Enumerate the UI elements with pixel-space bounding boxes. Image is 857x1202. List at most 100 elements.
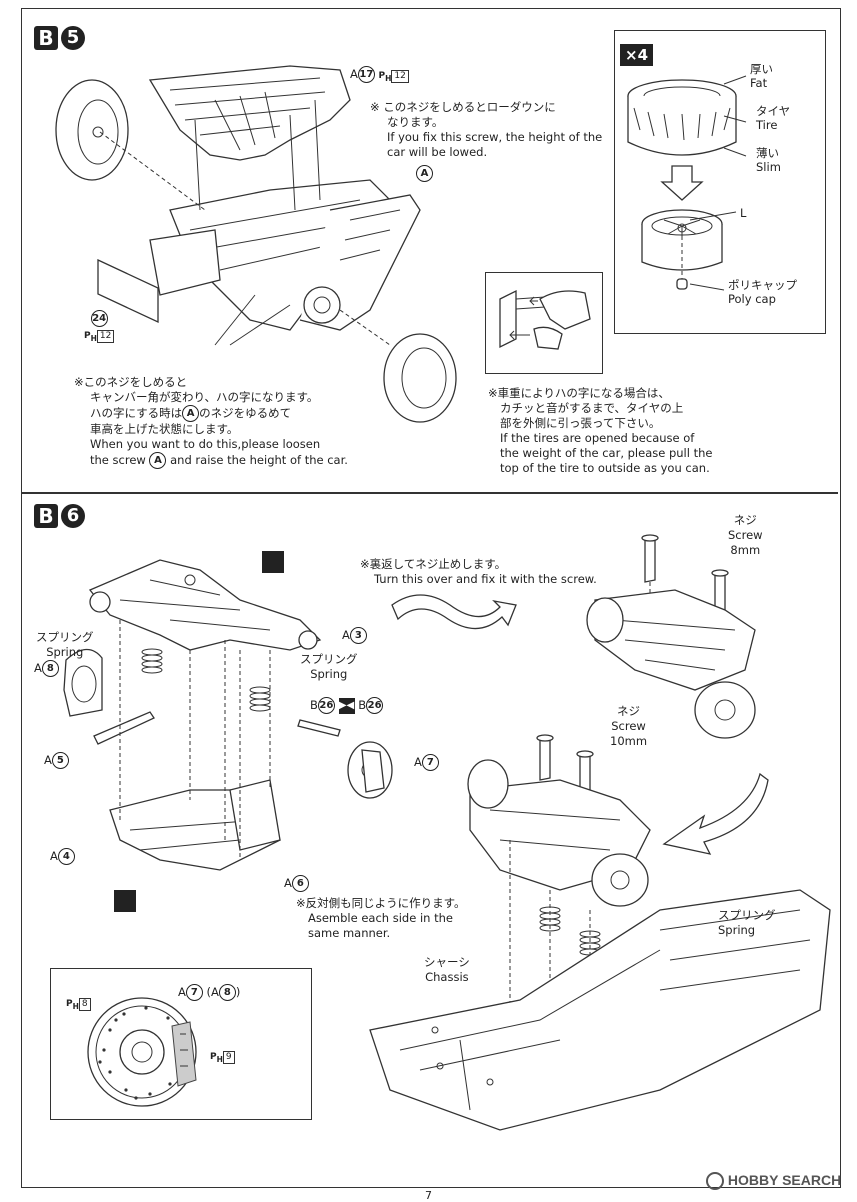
- watermark: HOBBY SEARCH: [706, 1172, 842, 1191]
- spring-jp: スプリング: [300, 652, 358, 666]
- step-b6-badge: B 6: [34, 504, 85, 528]
- disc-inset-box: [50, 968, 312, 1120]
- part-a-label-top: A: [416, 165, 433, 182]
- note-line: ※裏返してネジ止めします。: [360, 557, 507, 571]
- note-line: same manner.: [308, 926, 391, 940]
- note-line: the weight of the car, please pull the: [500, 446, 713, 460]
- note-line: If you fix this screw, the height of the: [387, 130, 603, 144]
- tire-inset-box: [614, 30, 826, 334]
- note-text: のネジをゆるめて: [199, 406, 292, 420]
- spring-label-3: スプリング Spring: [718, 908, 776, 938]
- note-turn-over: ※裏返してネジ止めします。 Turn this over and fix it …: [360, 557, 597, 587]
- b6-suspension-exploded: [63, 559, 393, 871]
- turn-over-arrow-icon: [391, 594, 517, 630]
- note-line: ※車重によりハの字になる場合は、: [488, 386, 670, 400]
- part-number: 3: [349, 627, 367, 644]
- ph-mark: PH: [379, 71, 392, 83]
- note-text: the screw: [90, 453, 146, 467]
- ph-mark: PH: [210, 1052, 223, 1064]
- part-letter: B: [310, 698, 318, 712]
- slim-en: Slim: [756, 160, 781, 174]
- spring-jp: スプリング: [718, 908, 776, 922]
- ph-sub: H: [385, 73, 392, 83]
- ph-sub: H: [72, 1001, 79, 1011]
- chassis-jp: シャーシ: [424, 955, 470, 969]
- note-line: カチッと音がするまで、タイヤの上: [500, 401, 684, 415]
- note-text: ハの字にする時は: [90, 406, 183, 420]
- spring-label-2: スプリング Spring: [300, 652, 358, 682]
- ph-number: 8: [78, 998, 91, 1011]
- note-text: and raise the height of the car.: [170, 453, 348, 467]
- ph-mark: PH: [66, 999, 79, 1011]
- polycap-label: ポリキャップ Poly cap: [728, 278, 797, 306]
- part-letter: A: [34, 661, 42, 675]
- part-letter: A: [178, 985, 186, 999]
- cement-icon: [114, 890, 136, 912]
- ph-number: 12: [96, 330, 115, 343]
- b6-chassis-assembly: [369, 734, 831, 1131]
- tire-label: タイヤ Tire: [756, 104, 790, 132]
- part-number: 7: [421, 754, 439, 771]
- note-line: 車高を上げた状態にします。: [90, 422, 239, 436]
- part-number: 6: [291, 875, 309, 892]
- note-line: キャンバー角が変わり、ハの字になります。: [90, 390, 319, 404]
- step-letter: B: [34, 26, 58, 50]
- note-line: 部を外側に引っ張って下さい。: [500, 416, 661, 430]
- note-line: the screw A and raise the height of the …: [74, 452, 348, 469]
- tire-pull-illustration: [485, 272, 603, 374]
- b5-chassis-illustration: [55, 65, 457, 423]
- part-letter: A: [284, 876, 292, 890]
- page-border: [21, 8, 841, 1188]
- spring-en: Spring: [310, 667, 348, 681]
- note-lowering: ※ このネジをしめるとローダウンに なります。 If you fix this …: [370, 100, 602, 160]
- down-arrow-icon: [662, 772, 769, 855]
- screw-8mm-label: ネジ Screw 8mm: [728, 513, 763, 558]
- watermark-logo-icon: [706, 1172, 724, 1191]
- spring-en: Spring: [718, 923, 756, 937]
- note-line: If the tires are opened because of: [500, 431, 695, 445]
- chassis-label: シャーシ Chassis: [424, 955, 470, 985]
- part-letter: A: [211, 985, 219, 999]
- screw-size: 10mm: [610, 734, 648, 748]
- brake-disc-illustration: [87, 997, 197, 1107]
- screw-jp: ネジ: [733, 513, 757, 527]
- watermark-text: HOBBY SEARCH: [727, 1172, 842, 1188]
- fat-jp: 厚い: [750, 62, 773, 76]
- hand-pull-icon: [499, 289, 591, 350]
- part-number: 4: [57, 848, 75, 865]
- note-line: car will be lowed.: [387, 145, 488, 159]
- part-a-circle: A: [416, 165, 433, 182]
- ph-sub: H: [216, 1054, 223, 1064]
- ph-sub: H: [90, 333, 97, 343]
- step-b5-badge: B 5: [34, 26, 85, 50]
- slim-jp: 薄い: [756, 146, 779, 160]
- b6-upper-assembly: [586, 534, 756, 739]
- polycap-jp: ポリキャップ: [728, 278, 797, 292]
- screw-size: 8mm: [730, 543, 761, 557]
- section-divider: [22, 492, 838, 494]
- part-number: 8: [218, 984, 236, 1001]
- ph-number: 9: [222, 1051, 235, 1064]
- note-tire-opened: ※車重によりハの字になる場合は、 カチッと音がするまで、タイヤの上 部を外側に引…: [488, 386, 712, 476]
- part-number: 17: [357, 66, 375, 83]
- ph-letter: P: [210, 1052, 217, 1062]
- tire-wheel-illustration: [627, 75, 747, 291]
- chassis-en: Chassis: [425, 970, 469, 984]
- part-letter: A: [50, 849, 58, 863]
- ph-letter: P: [84, 331, 91, 341]
- note-line: ※このネジをしめると: [74, 375, 188, 389]
- part-number: 7: [185, 984, 203, 1001]
- ph-letter: P: [66, 999, 73, 1009]
- note-camber: ※このネジをしめると キャンバー角が変わり、ハの字になります。 ハの字にする時は…: [74, 375, 348, 469]
- note-line: top of the tire to outside as you can.: [500, 461, 710, 475]
- note-line: Asemble each side in the: [308, 911, 453, 925]
- part-24-number: 24: [90, 310, 108, 327]
- screw-en: Screw: [611, 719, 646, 733]
